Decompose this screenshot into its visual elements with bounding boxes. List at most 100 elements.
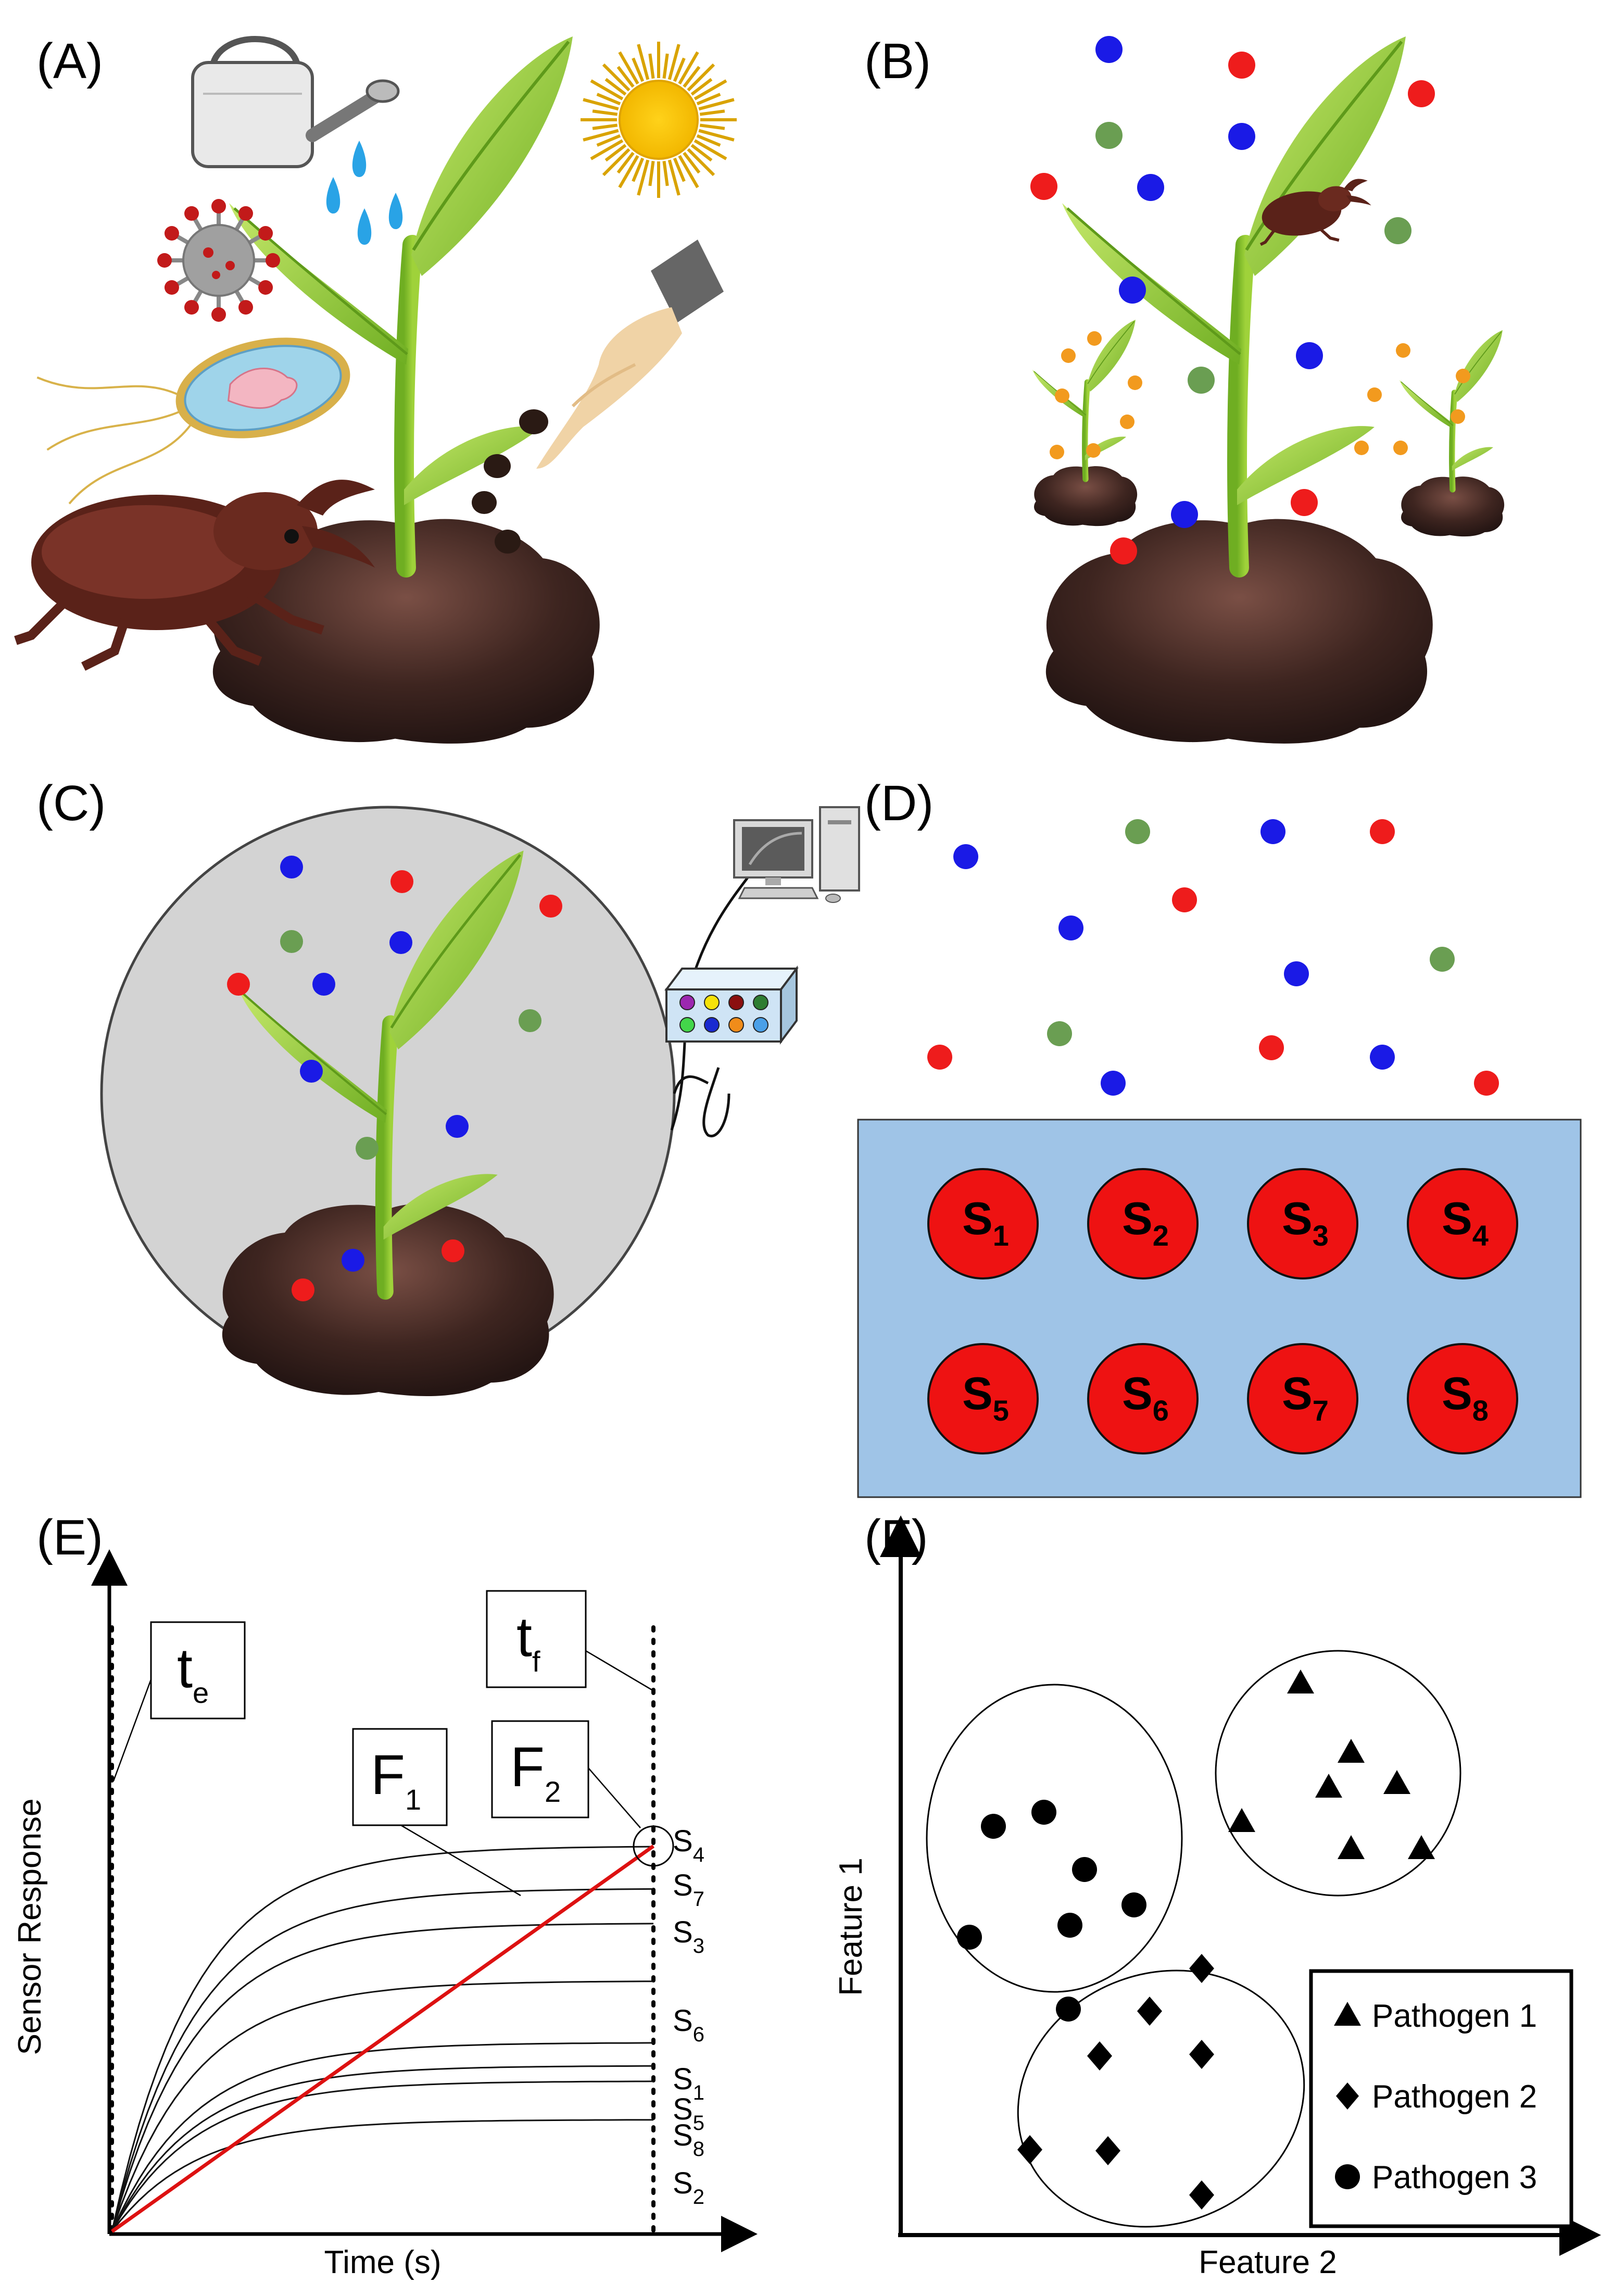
molecule-dot <box>1291 489 1318 516</box>
pathogen-3-point <box>1057 1913 1082 1938</box>
pathogen-1-point <box>1408 1835 1435 1859</box>
pathogen-2-point <box>1189 2040 1214 2069</box>
volatile-molecules <box>1030 36 1470 564</box>
molecule-dot <box>1284 961 1309 986</box>
panel-label-e: (E) <box>36 1510 103 1565</box>
cluster-pathogen-3 <box>926 1684 1183 1993</box>
molecule-dot <box>1047 1021 1072 1046</box>
molecule-dot <box>1259 1035 1284 1060</box>
sensor-element <box>1407 1168 1518 1279</box>
pathogen-1-point <box>1338 1835 1365 1859</box>
panel-label-d: (D) <box>864 775 934 831</box>
sensor-element <box>1247 1168 1358 1279</box>
e-nose-device <box>664 965 799 1045</box>
molecule-dot <box>953 844 978 869</box>
molecule-dot <box>1354 441 1369 455</box>
cluster-pathogen-1 <box>1215 1650 1461 1897</box>
panel-label-a: (A) <box>36 33 103 89</box>
tf-pointer <box>585 1650 652 1691</box>
e-y-axis-title: Sensor Response <box>12 1799 48 2055</box>
pathogen-2-point <box>1087 2041 1112 2071</box>
molecule-dot <box>1119 277 1146 304</box>
molecule-dot <box>1408 80 1435 107</box>
molecule-dot <box>1296 342 1323 369</box>
panel-e: Sensor Response Time (s) S4S7S3S6S1S5S8S… <box>12 1549 758 2280</box>
beetle-icon <box>14 480 375 671</box>
sensor-response-curve <box>111 2080 654 2232</box>
molecule-dot <box>1228 52 1255 79</box>
molecule-dot <box>446 1115 469 1138</box>
small-plant-icon <box>1400 330 1503 490</box>
sensor-response-curve <box>111 1923 654 2232</box>
sensor-element <box>1247 1343 1358 1454</box>
molecule-dot <box>389 931 412 954</box>
pathogen-1-point <box>1228 1808 1255 1832</box>
sensor-label: S4 <box>1442 1193 1489 1252</box>
legend-label: Pathogen 1 <box>1372 1998 1537 2034</box>
legend-label: Pathogen 3 <box>1372 2160 1537 2195</box>
te-label-box <box>150 1621 246 1720</box>
sensor-label: S7 <box>1282 1367 1329 1427</box>
curve-label: S1 <box>673 2062 704 2104</box>
molecule-dot <box>1120 415 1134 429</box>
molecule-dot <box>1384 217 1411 244</box>
molecule-dot <box>1260 819 1285 844</box>
sensor-element <box>1407 1343 1518 1454</box>
molecule-dot <box>539 895 562 918</box>
molecule-dot <box>280 930 303 953</box>
sensor-response-curve <box>111 2042 654 2232</box>
sensor-label: S3 <box>1282 1193 1329 1252</box>
f1-pointer <box>400 1824 521 1897</box>
panel-c <box>100 806 860 1397</box>
molecule-dot <box>356 1137 379 1160</box>
sensor-label: S5 <box>962 1367 1009 1427</box>
molecule-dot <box>1171 501 1198 528</box>
sensor-response-curve <box>111 2119 654 2232</box>
te-pointer <box>112 1679 152 1781</box>
sensor-element <box>927 1168 1039 1279</box>
panel-a <box>14 36 737 744</box>
pathogen-3-point <box>1072 1857 1097 1882</box>
f2-label-box <box>491 1720 589 1818</box>
pathogen-2-point <box>1189 2180 1214 2210</box>
molecule-dot <box>1430 947 1455 972</box>
curve-label: S5 <box>673 2092 704 2135</box>
molecule-dot <box>1086 443 1101 458</box>
pathogen-1-point <box>1383 1770 1410 1794</box>
cluster-pathogen-2 <box>1017 1969 1305 2228</box>
molecule-dot <box>519 1009 541 1032</box>
f2-pointer <box>588 1767 641 1828</box>
sensor-response-curve <box>111 1846 654 2232</box>
small-plant-icon <box>1032 320 1136 479</box>
sensor-element <box>1087 1168 1199 1279</box>
molecule-dot <box>1050 445 1064 459</box>
molecule-dot <box>1172 887 1197 912</box>
f1-label-box <box>352 1728 448 1826</box>
panel-label-c: (C) <box>36 775 106 831</box>
sensor-label: S6 <box>1122 1367 1169 1427</box>
tf-label: tf <box>516 1605 540 1678</box>
molecule-dot <box>927 1045 952 1070</box>
curve-label: S7 <box>673 1868 704 1911</box>
curve-label: S8 <box>673 2118 704 2161</box>
molecule-dot <box>1058 915 1083 940</box>
sensor-label: S8 <box>1442 1367 1489 1427</box>
panel-label-b: (B) <box>864 33 931 89</box>
legend-diamond-marker <box>1336 2082 1359 2110</box>
sensor-element <box>927 1343 1039 1454</box>
molecule-dot <box>1228 123 1255 150</box>
molecule-dot <box>1030 173 1057 200</box>
legend-circle-marker <box>1335 2164 1360 2189</box>
molecule-dot <box>312 973 335 996</box>
molecule-dot <box>1087 331 1102 346</box>
pathogen-1-point <box>1315 1774 1342 1798</box>
molecule-dot <box>1125 819 1150 844</box>
molecule-dot <box>1188 367 1215 394</box>
molecule-dot <box>1137 174 1164 201</box>
beetle-icon <box>1259 179 1371 246</box>
molecule-dot <box>1055 388 1069 403</box>
molecule-dot <box>442 1239 464 1262</box>
